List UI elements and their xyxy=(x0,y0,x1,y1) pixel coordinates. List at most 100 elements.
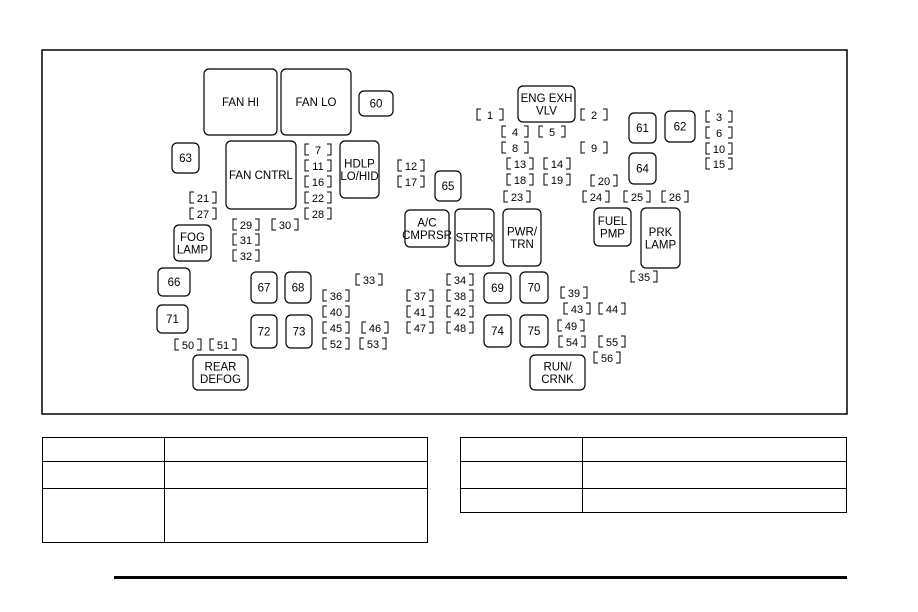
fuse-11: 11 xyxy=(304,159,332,173)
fuse-bracket-right xyxy=(605,190,610,203)
fuse-label: 24 xyxy=(590,192,602,204)
fuse-bracket-right xyxy=(382,337,387,350)
relay-r62: 62 xyxy=(664,110,696,143)
fuse-10: 10 xyxy=(705,142,733,156)
fuse-51: 51 xyxy=(209,338,237,352)
table-left xyxy=(42,437,428,543)
fuse-bracket-left xyxy=(538,125,543,138)
fuse-bracket-left xyxy=(322,305,327,318)
fuse-label: 39 xyxy=(568,288,580,300)
relay-label: REAR xyxy=(205,361,237,373)
fuse-bracket-right xyxy=(255,249,260,262)
fuse-bracket-left xyxy=(446,305,451,318)
table-cell xyxy=(582,461,847,489)
fuse-bracket-left xyxy=(397,159,402,172)
fuse-bracket-right xyxy=(429,305,434,318)
fuse-bracket-right xyxy=(429,321,434,334)
fuse-bracket-left xyxy=(593,351,598,364)
relay-outline xyxy=(517,85,576,123)
fuse-bracket-left xyxy=(563,302,568,315)
fuse-25: 25 xyxy=(623,190,651,204)
relay-outline xyxy=(280,68,352,136)
table-cell xyxy=(460,461,583,489)
relay-label: PWR/ xyxy=(507,226,538,238)
fuse-38: 38 xyxy=(446,289,474,303)
fuse-bracket-right xyxy=(499,108,504,121)
fuse-bracket-left xyxy=(189,191,194,204)
fuse-label: 9 xyxy=(591,143,597,155)
fuse-bracket-right xyxy=(728,142,733,155)
fuse-37: 37 xyxy=(406,289,434,303)
table-cell xyxy=(582,437,847,462)
fuse-bracket-left xyxy=(476,108,481,121)
fuse-bracket-left xyxy=(661,190,666,203)
fuse-bracket-right xyxy=(728,126,733,139)
fuse-bracket-left xyxy=(209,338,214,351)
fuse-label: 50 xyxy=(182,340,194,352)
relay-run-crnk: RUN/CRNK xyxy=(529,354,586,391)
relay-label: FAN HI xyxy=(222,97,259,109)
relay-outline xyxy=(192,354,249,391)
table-cell xyxy=(42,488,165,543)
table-cell xyxy=(42,461,165,489)
fuse-bracket-left xyxy=(189,207,194,220)
relay-r71: 71 xyxy=(156,304,189,334)
fuse-bracket-right xyxy=(294,218,299,231)
fuse-label: 33 xyxy=(363,275,375,287)
fuse-bracket-left xyxy=(705,142,710,155)
relay-outline xyxy=(250,271,278,304)
fuse-46: 46 xyxy=(361,321,389,335)
table-row xyxy=(460,488,847,513)
fuse-bracket-left xyxy=(406,289,411,302)
fuse-label: 26 xyxy=(669,192,681,204)
fuse-41: 41 xyxy=(406,305,434,319)
fuse-bracket-left xyxy=(623,190,628,203)
fuse-label: 22 xyxy=(312,193,324,205)
fuse-bracket-right xyxy=(581,335,586,348)
fuse-bracket-left xyxy=(446,289,451,302)
fuse-bracket-right xyxy=(469,305,474,318)
fuse-bracket-left xyxy=(598,302,603,315)
relay-label: 60 xyxy=(370,99,383,111)
relay-outline xyxy=(250,314,278,349)
fuse-bracket-right xyxy=(728,110,733,123)
relay-outline xyxy=(519,271,549,304)
relay-label: 73 xyxy=(293,327,306,339)
fuse-bracket-left xyxy=(705,157,710,170)
fuse-44: 44 xyxy=(598,302,626,316)
relay-outline xyxy=(171,142,200,174)
relay-outline xyxy=(593,207,632,247)
fuse-47: 47 xyxy=(406,321,434,335)
fuse-bracket-right xyxy=(621,302,626,315)
fuse-label: 13 xyxy=(514,159,526,171)
fuse-bracket-right xyxy=(327,191,332,204)
table-cell xyxy=(582,488,847,513)
fuse-label: 41 xyxy=(414,307,426,319)
fuse-52: 52 xyxy=(322,337,350,351)
fuse-bracket-right xyxy=(603,108,608,121)
table-cell xyxy=(164,488,428,543)
relay-outline xyxy=(628,152,657,185)
relay-outline xyxy=(519,314,549,348)
fuse-label: 35 xyxy=(638,272,650,284)
fuse-label: 32 xyxy=(240,251,252,263)
fuse-label: 46 xyxy=(369,323,381,335)
fuse-53: 53 xyxy=(359,337,387,351)
relay-label: CRNK xyxy=(541,374,574,386)
fuse-bracket-right xyxy=(469,321,474,334)
relay-label: STRTR xyxy=(455,233,493,245)
relay-label: ENG EXH xyxy=(521,93,573,105)
fuse-label: 12 xyxy=(405,161,417,173)
relay-outline xyxy=(529,354,586,391)
fuse-label: 31 xyxy=(240,235,252,247)
fuse-bracket-right xyxy=(327,159,332,172)
relay-label: PMP xyxy=(600,228,625,240)
fuse-label: 4 xyxy=(512,127,518,139)
fuse-label: 10 xyxy=(713,144,725,156)
table-cell xyxy=(460,488,583,513)
fuse-bracket-left xyxy=(355,273,360,286)
relay-label: VLV xyxy=(536,105,557,117)
table-row xyxy=(42,437,428,462)
fuse-bracket-right xyxy=(345,305,350,318)
